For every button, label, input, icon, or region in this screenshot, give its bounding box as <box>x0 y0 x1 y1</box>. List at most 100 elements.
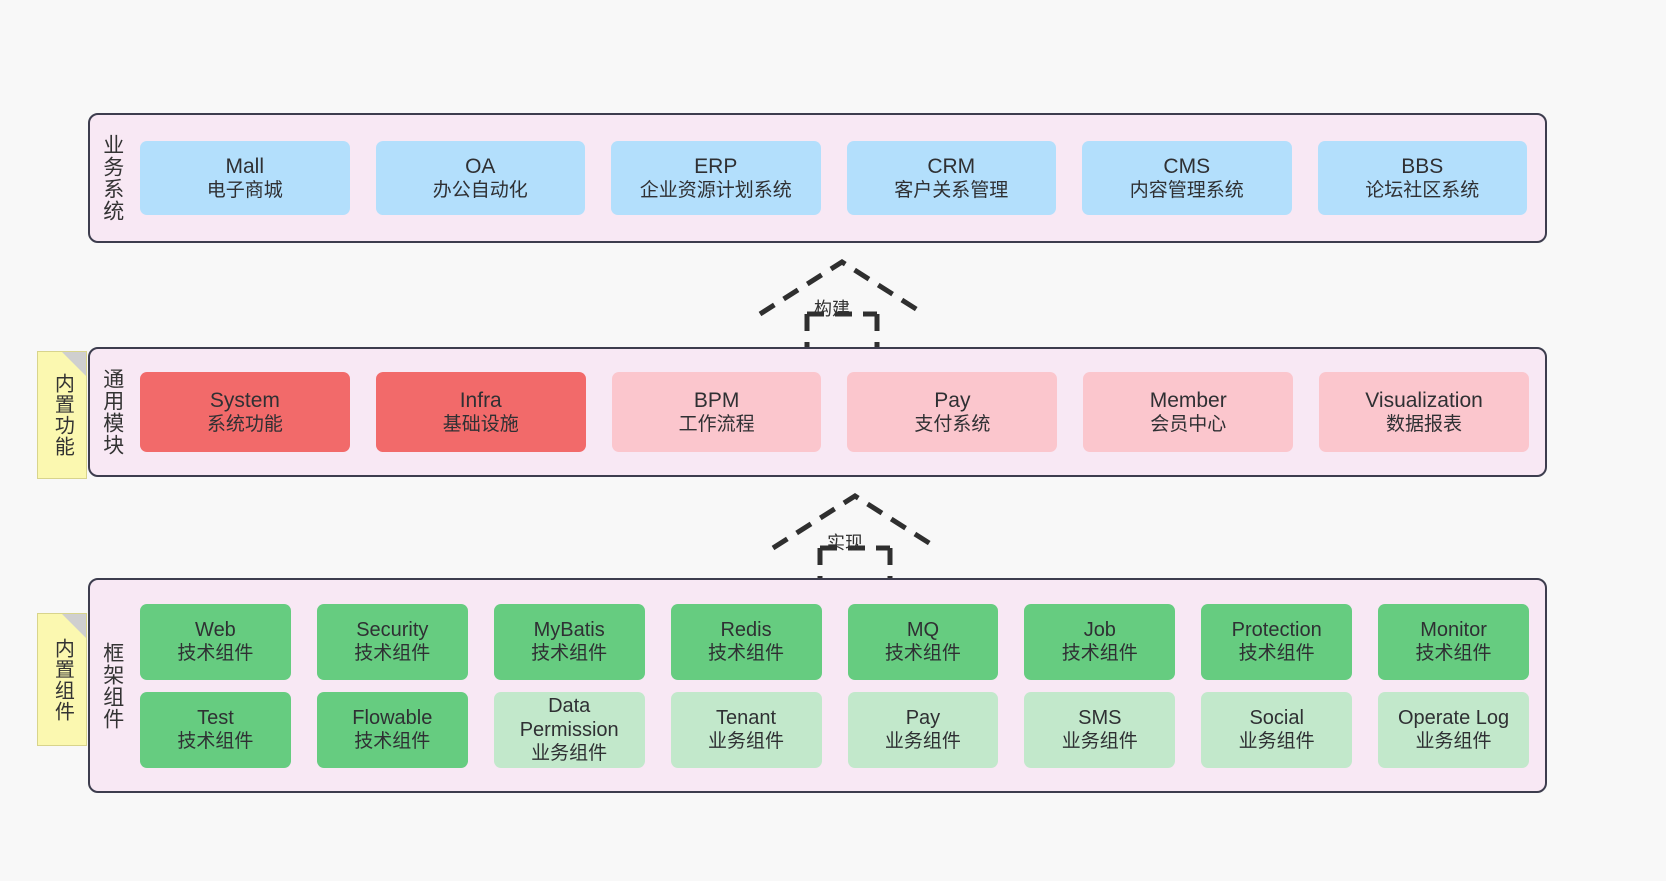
node-data-permission[interactable]: Data Permission 业务组件 <box>493 691 645 768</box>
layer-title-business-systems: 业务系统 <box>100 134 124 222</box>
node-operate-log[interactable]: Operate Log 业务组件 <box>1378 691 1529 768</box>
node-title: Visualization <box>1365 388 1483 412</box>
node-erp[interactable]: ERP 企业资源计划系统 <box>611 141 821 215</box>
dashed-hollow-arrow-up-icon <box>758 259 926 348</box>
sticky-note-label: 内置功能 <box>51 373 74 457</box>
node-subtitle: 会员中心 <box>1150 414 1227 436</box>
node-mq[interactable]: MQ 技术组件 <box>847 603 999 680</box>
node-oa[interactable]: OA 办公自动化 <box>375 141 585 215</box>
connector-implement: 实现 <box>765 492 945 582</box>
node-tenant[interactable]: Tenant 业务组件 <box>670 691 822 768</box>
node-title: Flowable <box>352 706 433 729</box>
layer-body-framework-components: Web 技术组件 Security 技术组件 MyBatis 技术组件 Redi… <box>134 580 1545 791</box>
node-title: Data Permission <box>519 694 619 741</box>
node-subtitle: 技术组件 <box>1415 643 1492 665</box>
node-title: CRM <box>927 154 976 178</box>
node-row: Mall 电子商城 OA 办公自动化 ERP 企业资源计划系统 CRM 客户关系… <box>140 141 1527 215</box>
node-member[interactable]: Member 会员中心 <box>1083 372 1294 452</box>
connector-label: 构建 <box>814 299 850 319</box>
node-title: Pay <box>905 706 941 729</box>
node-crm[interactable]: CRM 客户关系管理 <box>846 141 1056 215</box>
node-subtitle: 支付系统 <box>914 414 991 436</box>
node-subtitle: 论坛社区系统 <box>1365 180 1480 202</box>
sticky-note-builtin-features: 内置功能 <box>37 351 87 479</box>
node-system[interactable]: System 系统功能 <box>140 372 350 452</box>
node-flowable[interactable]: Flowable 技术组件 <box>316 691 468 768</box>
node-title: Redis <box>720 618 772 641</box>
page-fold-icon <box>62 614 86 638</box>
sticky-note-label: 内置组件 <box>51 637 74 722</box>
node-title: Security <box>356 618 429 641</box>
layer-common-modules: 通用模块 System 系统功能 Infra 基础设施 BPM 工作流程 Pay… <box>88 347 1547 477</box>
page-fold-icon <box>62 352 86 376</box>
node-visualization[interactable]: Visualization 数据报表 <box>1319 372 1529 452</box>
node-title: CMS <box>1163 154 1211 178</box>
node-job[interactable]: Job 技术组件 <box>1024 603 1176 680</box>
node-title: Social <box>1249 706 1304 729</box>
node-pay[interactable]: Pay 支付系统 <box>847 372 1058 452</box>
node-pay-business[interactable]: Pay 业务组件 <box>847 691 999 768</box>
node-bpm[interactable]: BPM 工作流程 <box>611 372 822 452</box>
node-subtitle: 技术组件 <box>1238 643 1315 665</box>
node-title: SMS <box>1078 706 1122 729</box>
node-subtitle: 技术组件 <box>354 731 431 753</box>
connector-build: 构建 <box>752 258 932 348</box>
node-title: Infra <box>459 388 502 412</box>
node-infra[interactable]: Infra 基础设施 <box>375 372 586 452</box>
node-row: Test 技术组件 Flowable 技术组件 Data Permission … <box>140 691 1529 768</box>
node-mall[interactable]: Mall 电子商城 <box>140 141 350 215</box>
node-subtitle: 业务组件 <box>1238 731 1315 753</box>
layer-body-business-systems: Mall 电子商城 OA 办公自动化 ERP 企业资源计划系统 CRM 客户关系… <box>134 115 1545 241</box>
node-social[interactable]: Social 业务组件 <box>1201 691 1353 768</box>
node-subtitle: 工作流程 <box>678 414 755 436</box>
layer-title-framework-components: 框架组件 <box>100 641 124 730</box>
node-subtitle: 业务组件 <box>884 731 961 753</box>
node-title: Tenant <box>716 706 777 729</box>
layer-title-common-modules: 通用模块 <box>100 368 124 456</box>
node-title: BBS <box>1401 154 1444 178</box>
node-row: System 系统功能 Infra 基础设施 BPM 工作流程 Pay 支付系统… <box>140 372 1529 452</box>
layer-business-systems: 业务系统 Mall 电子商城 OA 办公自动化 ERP 企业资源计划系统 CRM… <box>88 113 1547 243</box>
node-cms[interactable]: CMS 内容管理系统 <box>1082 141 1292 215</box>
node-title: BPM <box>693 388 740 412</box>
node-subtitle: 技术组件 <box>177 731 254 753</box>
node-subtitle: 技术组件 <box>884 643 961 665</box>
node-title: Pay <box>934 388 971 412</box>
node-title: Monitor <box>1420 618 1487 641</box>
node-mybatis[interactable]: MyBatis 技术组件 <box>493 603 645 680</box>
node-title: OA <box>465 154 496 178</box>
node-web[interactable]: Web 技术组件 <box>140 603 291 680</box>
node-protection[interactable]: Protection 技术组件 <box>1201 603 1353 680</box>
node-title: System <box>209 388 280 412</box>
node-monitor[interactable]: Monitor 技术组件 <box>1378 603 1529 680</box>
node-subtitle: 技术组件 <box>1061 643 1138 665</box>
node-title: ERP <box>694 154 738 178</box>
node-subtitle: 基础设施 <box>442 414 519 436</box>
node-subtitle: 数据报表 <box>1386 414 1463 436</box>
node-subtitle: 业务组件 <box>531 743 608 765</box>
node-subtitle: 技术组件 <box>177 643 254 665</box>
layer-body-common-modules: System 系统功能 Infra 基础设施 BPM 工作流程 Pay 支付系统… <box>134 349 1545 475</box>
node-subtitle: 业务组件 <box>1061 731 1138 753</box>
connector-label: 实现 <box>827 533 863 553</box>
node-subtitle: 企业资源计划系统 <box>639 180 792 202</box>
node-title: Protection <box>1231 618 1322 641</box>
node-title: Test <box>197 706 234 729</box>
node-security[interactable]: Security 技术组件 <box>316 603 468 680</box>
node-subtitle: 客户关系管理 <box>894 180 1009 202</box>
node-subtitle: 系统功能 <box>206 414 283 436</box>
node-redis[interactable]: Redis 技术组件 <box>670 603 822 680</box>
node-subtitle: 业务组件 <box>1415 731 1492 753</box>
node-test[interactable]: Test 技术组件 <box>140 691 291 768</box>
node-subtitle: 技术组件 <box>708 643 785 665</box>
node-subtitle: 技术组件 <box>354 643 431 665</box>
node-sms[interactable]: SMS 业务组件 <box>1024 691 1176 768</box>
node-bbs[interactable]: BBS 论坛社区系统 <box>1317 141 1527 215</box>
node-title: Web <box>195 618 236 641</box>
node-title: Mall <box>225 154 264 178</box>
node-subtitle: 技术组件 <box>531 643 608 665</box>
node-subtitle: 业务组件 <box>708 731 785 753</box>
node-title: MQ <box>906 618 940 641</box>
node-title: Job <box>1083 618 1116 641</box>
